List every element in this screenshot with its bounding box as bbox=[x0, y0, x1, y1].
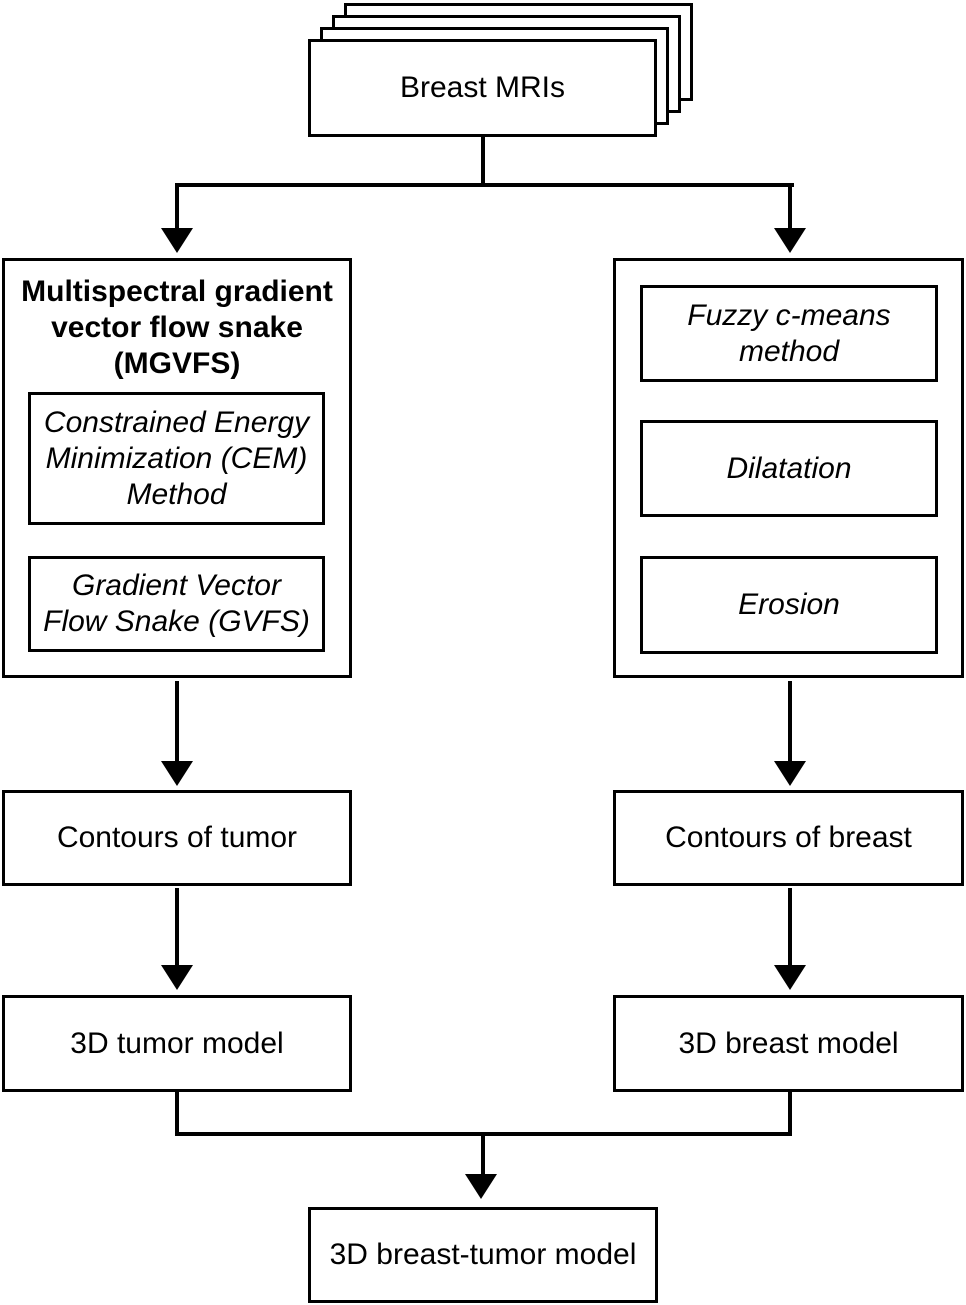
connector-contours-to-breast-model bbox=[788, 888, 792, 967]
breast-model-3d-label: 3D breast model bbox=[678, 1026, 899, 1060]
breast-tumor-model-3d-label: 3D breast-tumor model bbox=[329, 1238, 637, 1271]
contours-of-breast-label: Contours of breast bbox=[665, 821, 912, 854]
erosion-label: Erosion bbox=[738, 588, 840, 621]
connector-tumor-model-drop bbox=[175, 1091, 179, 1136]
breast-mris-node: Breast MRIs bbox=[308, 39, 657, 137]
contours-of-tumor-label: Contours of tumor bbox=[56, 821, 298, 854]
breast-mris-label: Breast MRIs bbox=[399, 71, 566, 104]
connector-mgvfs-to-contours bbox=[175, 681, 179, 763]
fuzzy-c-means-label: Fuzzy c-means method bbox=[687, 298, 891, 368]
breast-segmentation-container: Fuzzy c-means method Dilatation Erosion bbox=[613, 258, 964, 678]
erosion-node: Erosion bbox=[640, 556, 938, 654]
fuzzy-c-means-node: Fuzzy c-means method bbox=[640, 285, 938, 382]
connector-merge-horizontal bbox=[175, 1132, 792, 1136]
dilatation-node: Dilatation bbox=[640, 420, 938, 517]
connector-left-branch-stem bbox=[175, 183, 179, 229]
arrow-down-icon bbox=[774, 965, 806, 990]
connector-breast-model-drop bbox=[788, 1091, 792, 1136]
connector-breast-mris-stem bbox=[481, 136, 485, 184]
breast-tumor-model-3d-node: 3D breast-tumor model bbox=[308, 1207, 658, 1303]
connector-contours-to-tumor-model bbox=[175, 888, 179, 967]
arrow-down-icon bbox=[161, 761, 193, 786]
gvfs-label: Gradient Vector Flow Snake (GVFS) bbox=[43, 569, 310, 638]
connector-split-horizontal bbox=[175, 183, 794, 187]
arrow-down-icon bbox=[774, 228, 806, 253]
arrow-down-icon bbox=[161, 228, 193, 253]
contours-of-tumor-node: Contours of tumor bbox=[2, 790, 352, 886]
dilatation-label: Dilatation bbox=[726, 451, 852, 485]
gvfs-node: Gradient Vector Flow Snake (GVFS) bbox=[28, 556, 325, 652]
arrow-down-icon bbox=[161, 965, 193, 990]
cem-method-label: Constrained Energy Minimization (CEM) Me… bbox=[43, 405, 310, 511]
arrow-down-icon bbox=[465, 1174, 497, 1199]
breast-model-3d-node: 3D breast model bbox=[613, 995, 964, 1092]
contours-of-breast-node: Contours of breast bbox=[613, 790, 964, 886]
mgvfs-title: Multispectral gradient vector flow snake… bbox=[21, 275, 333, 380]
connector-segmentation-to-contours bbox=[788, 681, 792, 763]
mgvfs-container: Multispectral gradient vector flow snake… bbox=[2, 258, 352, 678]
tumor-model-3d-node: 3D tumor model bbox=[2, 995, 352, 1092]
arrow-down-icon bbox=[774, 761, 806, 786]
tumor-model-3d-label: 3D tumor model bbox=[70, 1026, 284, 1060]
connector-merge-stem bbox=[481, 1136, 485, 1176]
cem-method-node: Constrained Energy Minimization (CEM) Me… bbox=[28, 392, 325, 525]
connector-right-branch-stem bbox=[788, 183, 792, 229]
